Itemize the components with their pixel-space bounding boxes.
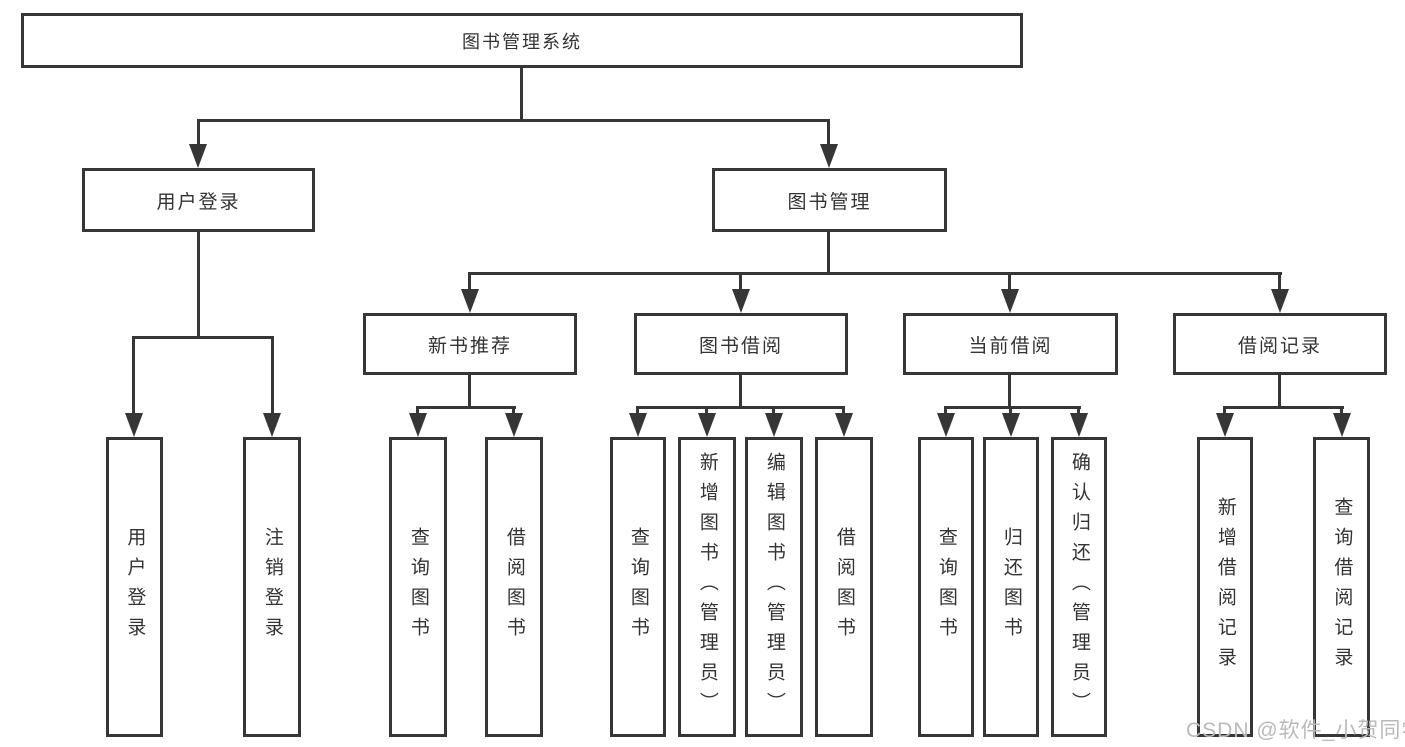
leaf-query-books-borrowing: 查询图书 <box>610 437 666 737</box>
node-label: 确认归还（管理员） <box>1068 452 1090 722</box>
connector-line <box>416 406 516 409</box>
connector-line <box>1077 406 1080 416</box>
arrowhead-icon <box>1271 289 1289 313</box>
node-label: 新书推荐 <box>427 335 512 357</box>
connector-line <box>132 336 274 339</box>
arrowhead-icon <box>732 289 750 313</box>
leaf-query-books-recommend: 查询图书 <box>389 437 447 737</box>
connector-line <box>197 119 830 122</box>
node-label: 用户登录 <box>156 191 241 213</box>
arrowhead-icon <box>1002 413 1020 437</box>
connector-line <box>1223 406 1344 409</box>
node-label: 编辑图书（管理员） <box>763 452 785 722</box>
connector-line <box>468 272 471 294</box>
connector-line <box>520 66 523 122</box>
node-label: 用户登录 <box>124 527 146 647</box>
leaf-borrow-books: 借阅图书 <box>815 437 873 737</box>
connector-line <box>468 375 471 409</box>
leaf-add-books-admin: 新增图书（管理员） <box>678 437 736 737</box>
arrowhead-icon <box>125 413 143 437</box>
leaf-query-books-current: 查询图书 <box>918 437 974 737</box>
connector-line <box>636 406 845 409</box>
node-user-login: 用户登录 <box>82 168 315 232</box>
connector-line <box>827 232 830 275</box>
node-current-borrowing: 当前借阅 <box>903 313 1118 375</box>
connector-line <box>197 232 200 339</box>
arrowhead-icon <box>629 413 647 437</box>
connector-line <box>132 336 135 416</box>
connector-line <box>1008 272 1011 294</box>
node-label: 当前借阅 <box>968 335 1053 357</box>
connector-line <box>739 375 742 409</box>
node-library-management-system: 图书管理系统 <box>21 13 1023 68</box>
leaf-query-borrow-record: 查询借阅记录 <box>1313 437 1370 737</box>
connector-line <box>1223 406 1226 416</box>
node-label: 图书管理 <box>787 191 872 213</box>
connector-line <box>636 406 639 416</box>
csdn-watermark: CSDN @软件_小贺同学 <box>1186 719 1405 742</box>
connector-line <box>705 406 708 416</box>
connector-line <box>1340 406 1343 416</box>
leaf-add-borrow-record: 新增借阅记录 <box>1197 437 1253 737</box>
arrowhead-icon <box>461 289 479 313</box>
node-label: 查询图书 <box>627 527 649 647</box>
node-label: 归还图书 <box>1000 527 1022 647</box>
connector-line <box>944 406 1081 409</box>
connector-line <box>827 119 830 147</box>
arrowhead-icon <box>505 413 523 437</box>
connector-line <box>416 406 419 416</box>
node-label: 新增借阅记录 <box>1214 497 1236 677</box>
connector-line <box>944 406 947 416</box>
connector-line <box>1278 272 1281 294</box>
arrowhead-icon <box>409 413 427 437</box>
leaf-logout: 注销登录 <box>243 437 301 737</box>
node-label: 图书管理系统 <box>462 31 582 52</box>
connector-line <box>271 336 274 416</box>
leaf-confirm-return-admin: 确认归还（管理员） <box>1051 437 1107 737</box>
leaf-edit-books-admin: 编辑图书（管理员） <box>745 437 803 737</box>
node-label: 图书借阅 <box>698 335 783 357</box>
arrowhead-icon <box>820 144 838 168</box>
node-label: 新增图书（管理员） <box>696 452 718 722</box>
node-label: 注销登录 <box>261 527 283 647</box>
node-borrowing-records: 借阅记录 <box>1173 313 1387 375</box>
arrowhead-icon <box>835 413 853 437</box>
node-label: 借阅图书 <box>503 527 525 647</box>
arrowhead-icon <box>937 413 955 437</box>
connector-line <box>468 272 1282 275</box>
leaf-borrow-books-recommend: 借阅图书 <box>485 437 543 737</box>
connector-line <box>1009 406 1012 416</box>
node-new-book-recommendation: 新书推荐 <box>363 313 577 375</box>
connector-line <box>739 272 742 294</box>
node-label: 借阅记录 <box>1237 335 1322 357</box>
connector-line <box>197 119 200 147</box>
leaf-user-login: 用户登录 <box>106 437 163 737</box>
node-book-borrowing: 图书借阅 <box>634 313 848 375</box>
arrowhead-icon <box>189 144 207 168</box>
node-label: 查询借阅记录 <box>1331 497 1353 677</box>
node-book-management: 图书管理 <box>712 168 947 232</box>
node-label: 查询图书 <box>935 527 957 647</box>
arrowhead-icon <box>765 413 783 437</box>
arrowhead-icon <box>1333 413 1351 437</box>
node-label: 借阅图书 <box>833 527 855 647</box>
arrowhead-icon <box>1070 413 1088 437</box>
connector-line <box>842 406 845 416</box>
connector-line <box>772 406 775 416</box>
connector-line <box>1008 375 1011 409</box>
arrowhead-icon <box>1216 413 1234 437</box>
connector-line <box>512 406 515 416</box>
arrowhead-icon <box>698 413 716 437</box>
node-label: 查询图书 <box>407 527 429 647</box>
arrowhead-icon <box>1001 289 1019 313</box>
connector-line <box>1278 375 1281 409</box>
leaf-return-books: 归还图书 <box>983 437 1039 737</box>
arrowhead-icon <box>263 413 281 437</box>
